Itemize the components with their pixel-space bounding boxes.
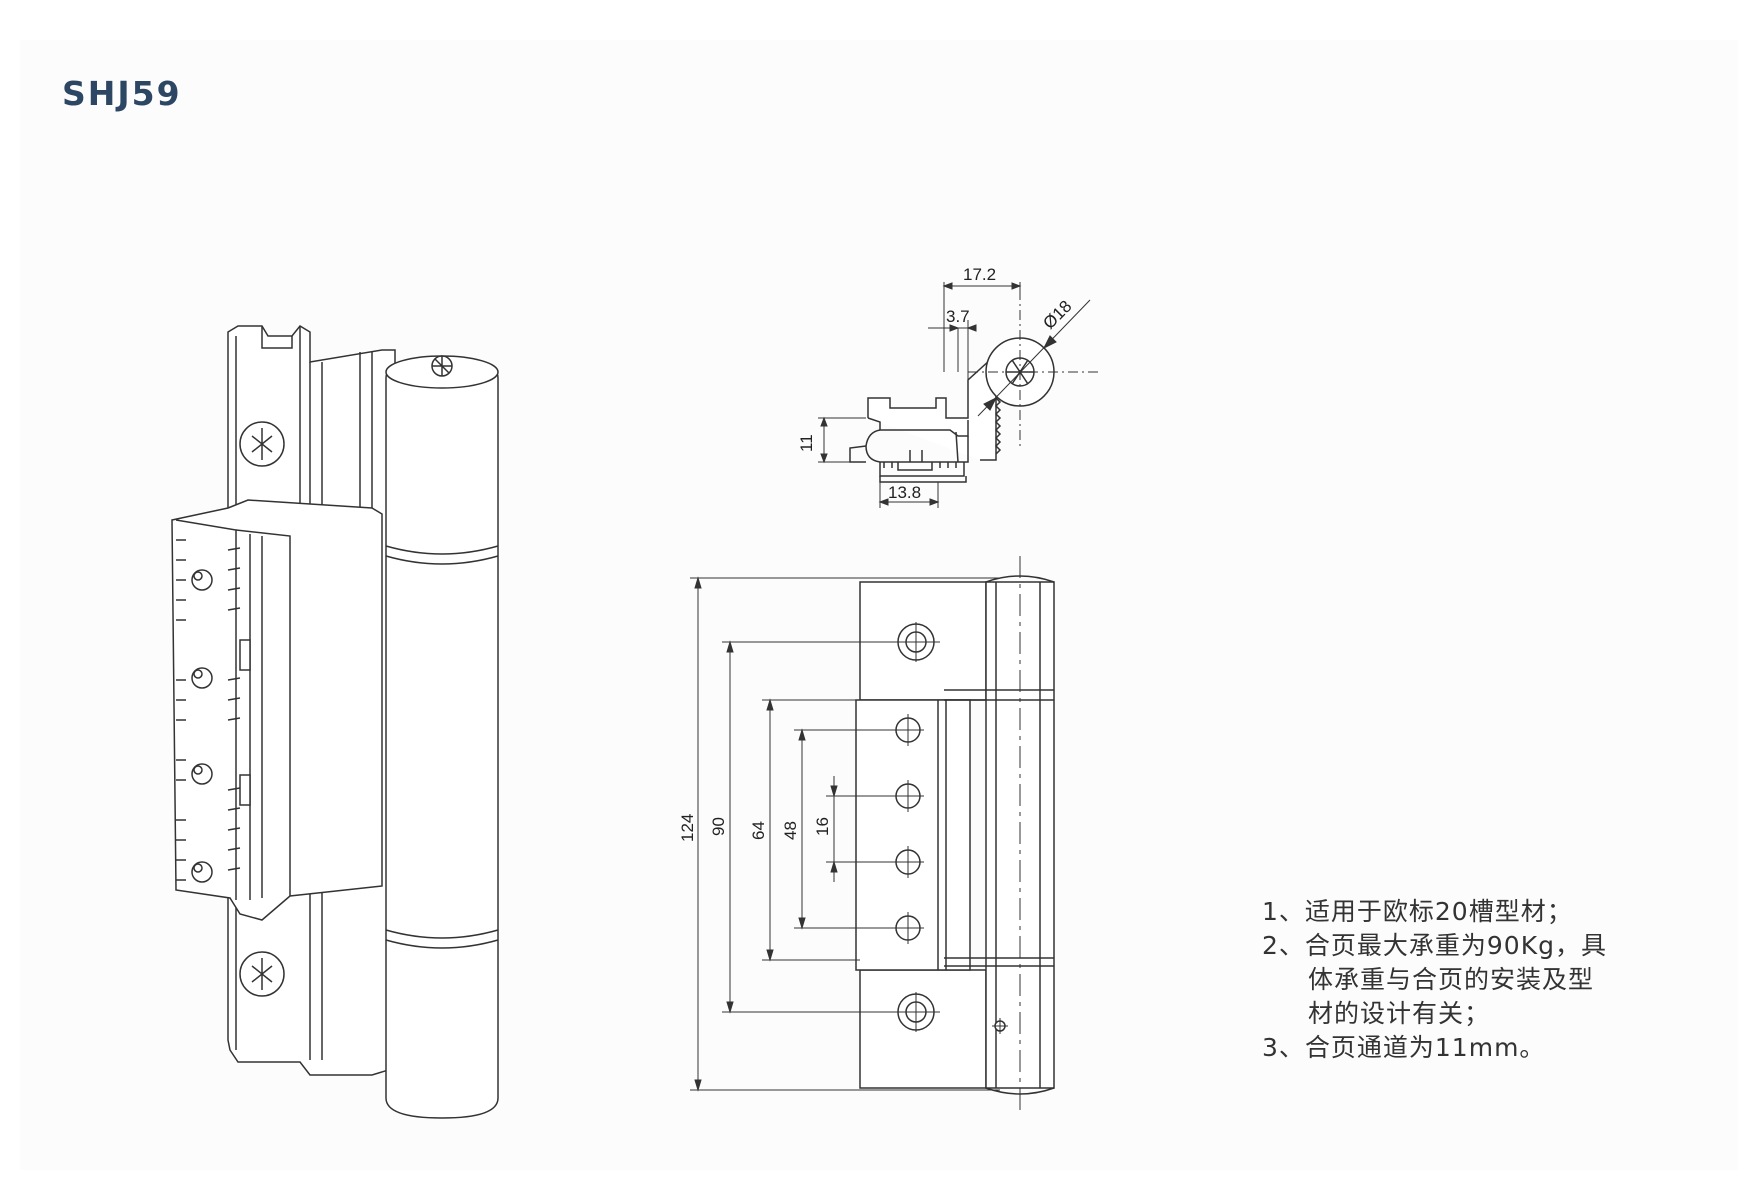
dim-16-label: 16 <box>813 817 832 836</box>
note-2-cont-2: 材的设计有关； <box>1308 999 1491 1028</box>
product-code-title: SHJ59 <box>62 74 182 113</box>
spec-notes: 1、适用于欧标20槽型材； 2、合页最大承重为90Kg，具 体承重与合页的安装及… <box>1262 895 1607 1065</box>
front-elevation-view <box>690 556 1055 1110</box>
dim-17-2-label: 17.2 <box>963 265 996 284</box>
dim-diameter-18-label: Ø18 <box>1039 297 1075 333</box>
dim-48-label: 48 <box>781 821 800 840</box>
dim-3-7-label: 3.7 <box>946 307 970 326</box>
top-section-view <box>818 282 1098 508</box>
note-1: 1、适用于欧标20槽型材； <box>1262 897 1573 926</box>
dim-90-label: 90 <box>709 817 728 836</box>
note-2-cont-1: 体承重与合页的安装及型 <box>1308 965 1595 994</box>
barrel-logo-icon <box>431 355 453 377</box>
sash-bolts <box>191 569 213 883</box>
dim-11-label: 11 <box>797 434 816 452</box>
note-2: 2、合页最大承重为90Kg，具 <box>1262 931 1607 960</box>
dim-64-label: 64 <box>749 821 768 840</box>
note-3: 3、合页通道为11mm。 <box>1262 1033 1546 1062</box>
dim-124-label: 124 <box>678 814 697 842</box>
dim-13-8-label: 13.8 <box>888 483 921 502</box>
hinge-3d-illustration <box>171 325 499 1119</box>
knurled-edge <box>176 539 251 881</box>
